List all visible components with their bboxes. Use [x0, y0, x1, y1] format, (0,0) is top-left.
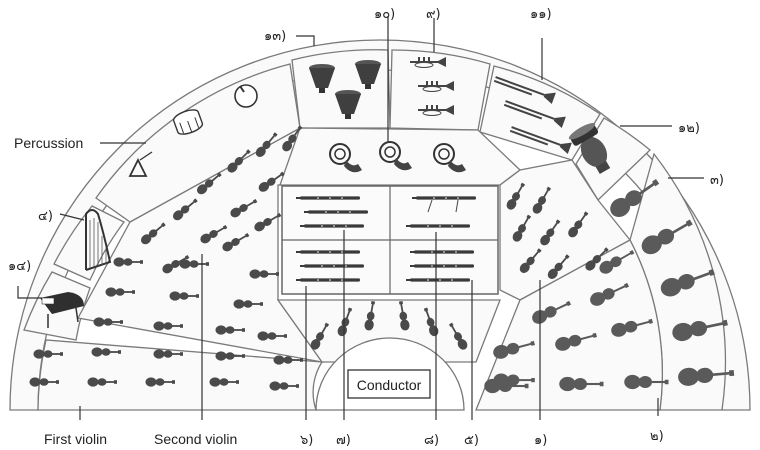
number-13: ๑๓) — [264, 29, 286, 44]
harp-instrument — [85, 209, 112, 271]
label-first-violin: First violin — [44, 431, 107, 447]
number-10: ๑๐) — [374, 7, 395, 22]
number-8: ๘) — [424, 433, 439, 448]
number-6: ๖) — [300, 433, 313, 448]
label-percussion: Percussion — [14, 135, 83, 151]
number-14: ๑๔) — [8, 259, 31, 274]
number-5: ๕) — [464, 433, 479, 448]
leader-lines — [17, 16, 704, 420]
triangle-instrument — [128, 151, 153, 177]
section-center-strings — [276, 299, 501, 363]
number-7: ๗) — [336, 433, 351, 448]
number-3: ๓) — [710, 173, 724, 188]
conductor-box — [347, 369, 431, 399]
conductor-label: Conductor — [357, 377, 422, 393]
number-11: ๑๑) — [530, 7, 552, 22]
snare-drum-instrument — [172, 109, 204, 135]
number-9: ๙) — [426, 7, 441, 22]
piano-instrument — [40, 292, 84, 328]
gong-instrument — [234, 84, 258, 108]
section-harp — [53, 205, 125, 281]
section-violas — [475, 239, 663, 411]
section-first-violin — [37, 339, 324, 411]
number-2: ๒) — [650, 429, 664, 444]
tuba-instrument — [568, 122, 611, 175]
number-12: ๑๒) — [678, 121, 700, 136]
section-cellos — [499, 159, 631, 301]
number-4: ๔) — [38, 209, 53, 224]
label-second-violin: Second violin — [154, 431, 237, 447]
oboe-instruments — [406, 196, 476, 228]
number-1: ๑) — [534, 433, 547, 448]
